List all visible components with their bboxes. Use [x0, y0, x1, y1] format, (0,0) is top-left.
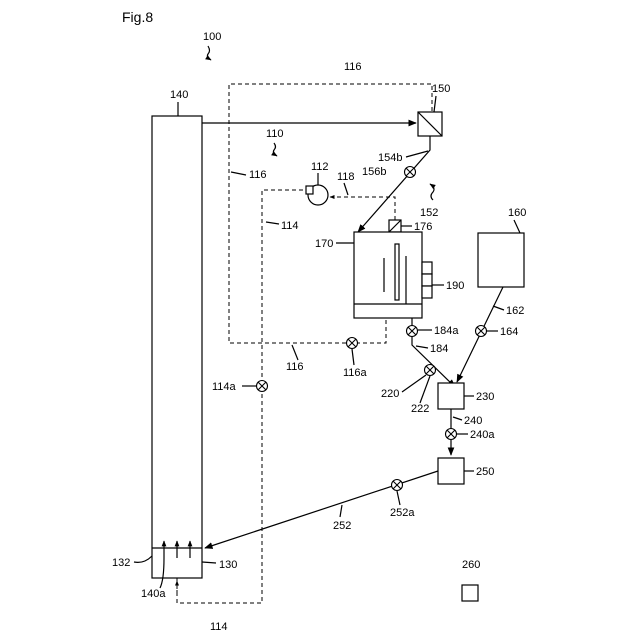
side-unit-190-a — [422, 262, 432, 274]
label-118: 118 — [337, 171, 355, 183]
leader-220 — [402, 375, 426, 392]
leader-240 — [453, 417, 462, 420]
vessel-170 — [354, 232, 422, 318]
label-222: 222 — [411, 403, 429, 415]
leader-116a — [352, 349, 354, 365]
label-132: 132 — [112, 557, 130, 569]
label-160: 160 — [508, 207, 526, 219]
leader-184 — [416, 346, 428, 348]
label-140: 140 — [170, 89, 188, 101]
tower-140 — [152, 116, 202, 578]
valve-252a — [392, 480, 403, 491]
label-184: 184 — [430, 343, 448, 355]
label-116a: 116a — [343, 367, 368, 379]
label-252a: 252a — [390, 507, 415, 519]
leader-100 — [207, 46, 211, 60]
leader-110 — [273, 143, 277, 156]
label-240: 240 — [464, 415, 482, 427]
label-190: 190 — [446, 280, 464, 292]
label-140a: 140a — [141, 588, 166, 600]
valve-240a — [446, 429, 457, 440]
label-100: 100 — [203, 31, 221, 43]
mixer-230 — [438, 383, 464, 409]
leader-252a — [397, 491, 400, 505]
leader-116-bottom — [292, 345, 298, 360]
valve-222 — [425, 365, 436, 376]
leader-130 — [202, 562, 216, 563]
valve-114a — [257, 381, 268, 392]
fan-112 — [306, 185, 328, 205]
leader-222 — [420, 376, 430, 403]
label-260: 260 — [462, 559, 480, 571]
label-170: 170 — [315, 238, 333, 250]
side-unit-190-c — [422, 286, 432, 298]
label-184a: 184a — [434, 325, 459, 337]
valve-156b — [405, 167, 416, 178]
label-176: 176 — [414, 221, 432, 233]
label-250: 250 — [476, 466, 494, 478]
label-116-top: 116 — [344, 61, 362, 73]
label-116-bottom: 116 — [286, 361, 304, 373]
label-162: 162 — [506, 305, 524, 317]
label-130: 130 — [219, 559, 237, 571]
leader-132 — [134, 556, 152, 562]
label-240a: 240a — [470, 429, 495, 441]
valve-184a — [407, 326, 418, 337]
label-252: 252 — [333, 520, 351, 532]
valve-164 — [476, 326, 487, 337]
label-220: 220 — [381, 388, 399, 400]
label-152: 152 — [420, 207, 438, 219]
valve-116a — [347, 338, 358, 349]
leader-150 — [434, 96, 436, 112]
label-156b: 156b — [362, 166, 386, 178]
label-164: 164 — [500, 326, 518, 338]
unit-250 — [438, 458, 464, 484]
unit-260 — [462, 585, 478, 601]
label-114a: 114a — [212, 381, 237, 393]
leader-118 — [344, 183, 348, 195]
vessel-rod-2 — [395, 244, 399, 300]
label-116-left: 116 — [249, 169, 267, 181]
label-150: 150 — [432, 83, 450, 95]
leader-114-top — [266, 222, 279, 224]
leader-162 — [493, 306, 504, 310]
leader-252 — [340, 505, 342, 517]
tank-160 — [478, 233, 524, 287]
label-112: 112 — [311, 161, 329, 173]
leader-152 — [430, 184, 434, 200]
leader-116-left — [231, 172, 246, 175]
label-110: 110 — [266, 128, 284, 140]
label-230: 230 — [476, 391, 494, 403]
label-114-top: 114 — [281, 220, 299, 232]
leader-160 — [514, 220, 520, 233]
figure-title: Fig.8 — [122, 9, 153, 25]
label-154b: 154b — [378, 152, 402, 164]
label-114-bottom: 114 — [210, 621, 228, 633]
side-unit-190-b — [422, 274, 432, 286]
